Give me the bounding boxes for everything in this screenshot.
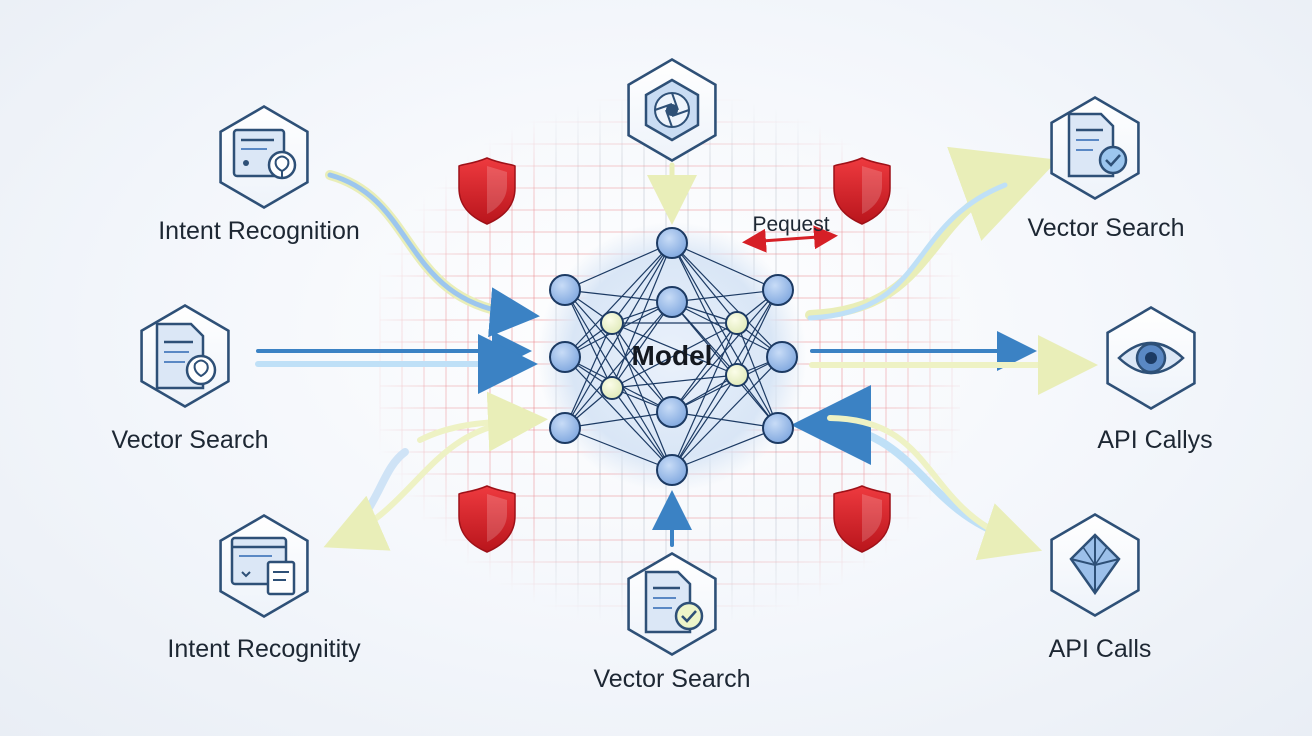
- shield-icon: [833, 157, 891, 225]
- network-node: [656, 227, 688, 259]
- network-edge: [611, 387, 673, 471]
- network-edge: [611, 322, 673, 471]
- network-edge: [671, 427, 779, 471]
- network-edge: [671, 301, 738, 376]
- network-edges: [564, 242, 783, 471]
- request-arrow: [742, 225, 838, 253]
- network-edge: [671, 242, 738, 376]
- network-edge: [671, 289, 779, 471]
- network-edge: [671, 242, 783, 358]
- arrow-top-left: [327, 172, 540, 338]
- network-edge: [671, 242, 779, 429]
- network-edge: [564, 427, 673, 471]
- network-edge: [671, 374, 738, 471]
- label-api-calls: API Calls: [1048, 635, 1152, 663]
- label-api-callys: API Callys: [1097, 426, 1213, 454]
- network-edge: [564, 242, 673, 358]
- network-node: [549, 341, 581, 373]
- network-edge: [611, 242, 673, 324]
- network-edge: [611, 242, 673, 389]
- label-intent-recognition: Intent Recognition: [158, 217, 360, 245]
- document-brain-icon: [232, 128, 297, 180]
- arrow-top-right-blue: [807, 182, 1008, 321]
- network-edge: [671, 242, 779, 291]
- network-edge: [611, 322, 673, 413]
- network-edge: [671, 289, 779, 303]
- network-edge: [671, 322, 738, 413]
- network-edge: [671, 356, 783, 471]
- network-edge: [671, 322, 738, 471]
- network-edge: [671, 411, 779, 429]
- arrow-bottom-right-out: [827, 415, 1043, 561]
- network-edge: [736, 322, 779, 429]
- network-node: [656, 454, 688, 486]
- network-hidden-node: [725, 311, 749, 335]
- network-edge: [611, 301, 673, 389]
- label-intent-recognitity: Intent Recognitity: [167, 635, 361, 663]
- network-node: [656, 396, 688, 428]
- document-brain-icon: [155, 322, 217, 390]
- shield-icon: [458, 157, 516, 225]
- shield-icon: [458, 485, 516, 553]
- network-edge: [564, 411, 673, 429]
- network-edge: [611, 322, 738, 376]
- gem-icon: [1069, 533, 1121, 596]
- model-label: Model: [631, 340, 713, 371]
- arrow-bottom-left-in: [417, 391, 548, 452]
- label-vector-search-bottom: Vector Search: [593, 665, 751, 693]
- network-edge: [564, 242, 673, 291]
- request-label: Pequest: [752, 213, 830, 236]
- network-hidden-node: [600, 376, 624, 400]
- security-shields: [458, 157, 891, 553]
- network-edge: [671, 356, 783, 413]
- label-vector-search-right: Vector Search: [1027, 214, 1185, 242]
- network-edge: [564, 289, 673, 413]
- network-edge: [564, 356, 673, 471]
- label-vector-search-left: Vector Search: [111, 426, 269, 454]
- eye-icon: [1117, 341, 1185, 375]
- network-node: [766, 341, 798, 373]
- network-node: [762, 274, 794, 306]
- network-node: [549, 412, 581, 444]
- network-edge: [611, 322, 738, 389]
- document-check-icon: [1067, 112, 1128, 178]
- network-node: [762, 412, 794, 444]
- aperture-icon: [644, 78, 700, 142]
- network-edge: [564, 289, 673, 303]
- flow-arrows: [255, 147, 1098, 561]
- network-node: [549, 274, 581, 306]
- network-edge: [671, 242, 738, 324]
- network-edge: [611, 374, 738, 389]
- network-edge: [564, 289, 613, 389]
- network-edge: [564, 322, 613, 429]
- network-node: [656, 286, 688, 318]
- shield-icon: [833, 485, 891, 553]
- network-hidden-node: [600, 311, 624, 335]
- network-nodes: [549, 227, 798, 486]
- window-document-icon: [230, 536, 296, 596]
- network-edge: [564, 242, 673, 429]
- network-hidden-node: [725, 363, 749, 387]
- document-check-icon: [644, 570, 704, 634]
